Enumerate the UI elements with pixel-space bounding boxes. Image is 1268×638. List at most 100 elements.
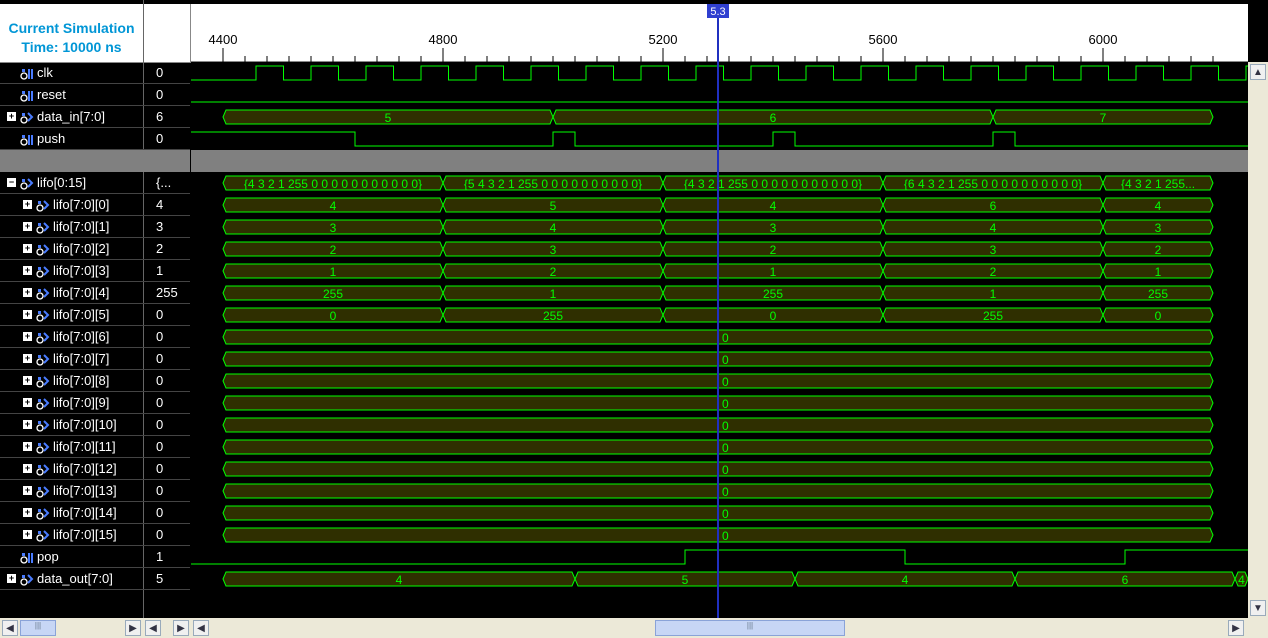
value-scroll-left-icon[interactable]: ◀: [145, 620, 161, 636]
row-separator: [0, 391, 190, 392]
expand-icon[interactable]: +: [23, 265, 32, 275]
signal-name: lifo[7:0][12]: [53, 461, 117, 476]
expand-icon[interactable]: +: [23, 507, 32, 517]
expand-icon[interactable]: +: [23, 199, 32, 209]
signal-row[interactable]: +lifo[7:0][2]: [0, 238, 143, 260]
bus-segment: [1102, 197, 1214, 213]
bus-value-label: 1: [770, 265, 777, 279]
wave-scroll-right-icon[interactable]: ▶: [1228, 620, 1244, 636]
bus-segment: [1234, 571, 1248, 587]
row-separator: [0, 127, 190, 128]
bus-value-label: 3: [330, 221, 337, 235]
signal-row[interactable]: +data_out[7:0]: [0, 568, 143, 590]
signal-value: 0: [156, 65, 164, 80]
bit-waveform: [191, 131, 1248, 147]
signal-value: {...: [156, 175, 172, 190]
expand-icon[interactable]: +: [23, 353, 32, 363]
signal-row[interactable]: +lifo[7:0][3]: [0, 260, 143, 282]
row-separator: [0, 193, 190, 194]
signal-row[interactable]: +lifo[7:0][1]: [0, 216, 143, 238]
signal-row[interactable]: reset: [0, 84, 143, 106]
signal-row[interactable]: clk: [0, 62, 143, 84]
expand-icon[interactable]: +: [7, 111, 16, 121]
expand-icon[interactable]: +: [7, 573, 16, 583]
bus-value-label: 1: [990, 287, 997, 301]
row-separator: [0, 83, 190, 84]
horizontal-scrollbar[interactable]: ◀ ||| ▶ ◀ ▶ ◀ ||| ▶: [0, 618, 1268, 638]
signal-value: 0: [156, 417, 164, 432]
signal-row[interactable]: push: [0, 128, 143, 150]
bus-value-label: {5 4 3 2 1 255 0 0 0 0 0 0 0 0 0 0}: [464, 177, 642, 191]
expand-icon[interactable]: +: [23, 397, 32, 407]
bus-value-label: 6: [990, 199, 997, 213]
scroll-up-icon[interactable]: ▲: [1250, 64, 1266, 80]
bus-signal-icon: [36, 462, 50, 476]
expand-icon[interactable]: +: [23, 419, 32, 429]
signal-row[interactable]: +lifo[7:0][8]: [0, 370, 143, 392]
expand-icon[interactable]: +: [23, 375, 32, 385]
expand-icon[interactable]: +: [23, 243, 32, 253]
ruler-tick-label: 4400: [209, 32, 238, 47]
bus-segment: [1102, 219, 1214, 235]
expand-icon[interactable]: +: [23, 529, 32, 539]
signal-value: 0: [156, 307, 164, 322]
bus-signal-icon: [36, 528, 50, 542]
expand-icon[interactable]: +: [23, 331, 32, 341]
expand-icon[interactable]: +: [23, 287, 32, 297]
vertical-scrollbar[interactable]: ▲ ▼: [1248, 62, 1268, 618]
signal-row[interactable]: + lifo[7:0][10]: [0, 414, 143, 436]
wave-scroll-thumb[interactable]: |||: [655, 620, 845, 636]
cursor-time-label: 5.3: [710, 6, 725, 18]
cursor-label-box[interactable]: [707, 4, 729, 18]
row-separator: [0, 281, 190, 282]
clk-waveform: [191, 65, 1248, 81]
ruler-tick-label: 6000: [1089, 32, 1118, 47]
signal-row[interactable]: +lifo[7:0][11]: [0, 436, 143, 458]
bus-segment: [1102, 263, 1214, 279]
name-scroll-right-icon[interactable]: ▶: [125, 620, 141, 636]
scroll-down-icon[interactable]: ▼: [1250, 600, 1266, 616]
signal-row[interactable]: +lifo[7:0][6]: [0, 326, 143, 348]
bus-value-label: 0: [770, 309, 777, 323]
wave-scroll-left-icon[interactable]: ◀: [193, 620, 209, 636]
collapse-icon[interactable]: −: [7, 177, 16, 187]
signal-row[interactable]: + lifo[7:0][15]: [0, 524, 143, 546]
bus-value-label: 0: [722, 397, 729, 411]
expand-icon[interactable]: +: [23, 221, 32, 231]
bus-value-label: 2: [1155, 243, 1162, 257]
signal-value: 0: [156, 483, 164, 498]
expand-icon[interactable]: +: [23, 309, 32, 319]
signal-name: lifo[7:0][15]: [53, 527, 117, 542]
signal-row[interactable]: +lifo[7:0][0]: [0, 194, 143, 216]
signal-row[interactable]: + lifo[7:0][5]: [0, 304, 143, 326]
name-scroll-thumb[interactable]: |||: [20, 620, 56, 636]
signal-row[interactable]: +lifo[7:0][9]: [0, 392, 143, 414]
signal-row[interactable]: +lifo[7:0][14]: [0, 502, 143, 524]
row-separator: [0, 589, 190, 590]
signal-name: lifo[7:0][13]: [53, 483, 117, 498]
signal-name: lifo[7:0][10]: [53, 417, 117, 432]
signal-row[interactable]: +lifo[7:0][7]: [0, 348, 143, 370]
name-scroll-left-icon[interactable]: ◀: [2, 620, 18, 636]
ruler-tick-label: 4800: [429, 32, 458, 47]
signal-row[interactable]: + lifo[7:0][13]: [0, 480, 143, 502]
signal-row[interactable]: + lifo[7:0][12]: [0, 458, 143, 480]
signal-row[interactable]: +data_in[7:0]: [0, 106, 143, 128]
bus-value-label: {4 3 2 1 255...: [1121, 177, 1195, 191]
signal-name: lifo[7:0][5]: [53, 307, 110, 322]
signal-value: 6: [156, 109, 164, 124]
expand-icon[interactable]: +: [23, 441, 32, 451]
value-scroll-right-icon[interactable]: ▶: [173, 620, 189, 636]
expand-icon[interactable]: +: [23, 485, 32, 495]
bus-signal-icon: [36, 374, 50, 388]
bus-value-label: 3: [990, 243, 997, 257]
signal-row[interactable]: −lifo[0:15]: [0, 172, 143, 194]
signal-row[interactable]: pop: [0, 546, 143, 568]
expand-icon[interactable]: +: [23, 463, 32, 473]
bus-value-label: 1: [550, 287, 557, 301]
bus-value-label: 5: [385, 111, 392, 125]
bus-signal-icon: [36, 506, 50, 520]
signal-row[interactable]: +lifo[7:0][4]: [0, 282, 143, 304]
